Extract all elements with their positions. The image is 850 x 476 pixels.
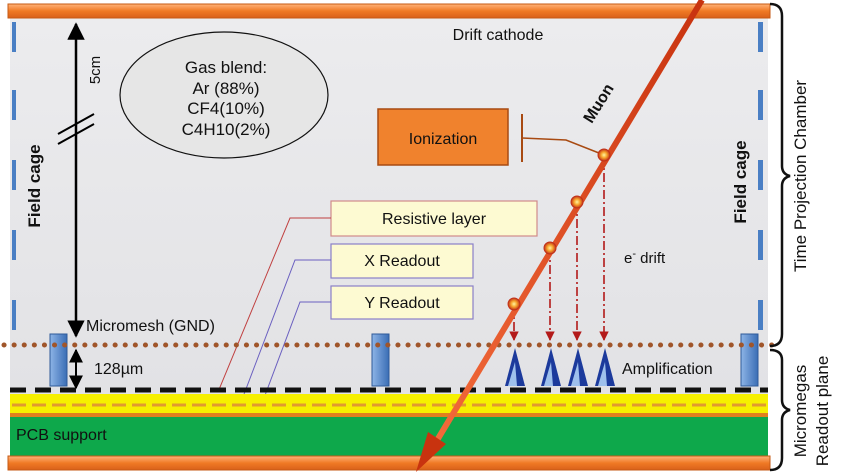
gap-128um-label: 128µm [94,361,143,378]
drift-cathode-plate [7,3,771,19]
drift-cathode-label: Drift cathode [453,27,544,44]
gas-c4h10: C4H10(2%) [182,120,271,139]
ionization-label: Ionization [409,131,478,148]
micromegas-label-line2: Readout plane [813,356,832,467]
ionization-points [507,148,611,311]
electron-drift-label: e- drift [624,248,666,267]
micromegas-label-line1: Micromegas [791,365,810,458]
gas-blend-title: Gas blend: [185,58,267,77]
x-readout-label: X Readout [364,253,440,270]
y-readout-strips [10,413,768,417]
muon-arrowhead [416,432,446,472]
field-cage-left-label: Field cage [25,144,44,227]
electron-charge: - [632,248,636,260]
pcb-support [10,417,768,457]
resistive-layer-label: Resistive layer [382,211,487,228]
micromegas-brace [769,348,791,472]
electron-symbol: e [624,250,632,267]
tpc-brace [769,2,791,348]
gas-ar: Ar (88%) [192,79,259,98]
resistive-layer [10,394,768,414]
resistive-leader-line [217,217,331,393]
ionization-box [377,108,509,166]
y-readout-leader-line [257,301,331,415]
muon-track [433,0,705,444]
gas-blend-ellipse [119,31,329,159]
ionization-pointer [521,137,605,156]
bottom-plate [7,455,771,471]
amplification-label: Amplification [622,361,713,378]
pcb-support-label: PCB support [16,427,107,444]
axis-break-mark [57,113,95,145]
y-readout-label: Y Readout [364,295,440,312]
gas-cf4: CF4(10%) [187,99,264,118]
x-readout-leader-line [237,259,331,411]
field-cage-right-label: Field cage [731,140,750,223]
avalanche-triangles [505,348,615,386]
x-readout-box [330,243,474,279]
field-cage-left-strips [12,22,16,330]
field-cage-right-strips [758,22,763,330]
drift-word: drift [636,250,666,267]
micromesh-label: Micromesh (GND) [86,318,215,335]
distance-5cm-label: 5cm [87,56,104,84]
tpc-label: Time Projection Chamber [791,80,810,272]
